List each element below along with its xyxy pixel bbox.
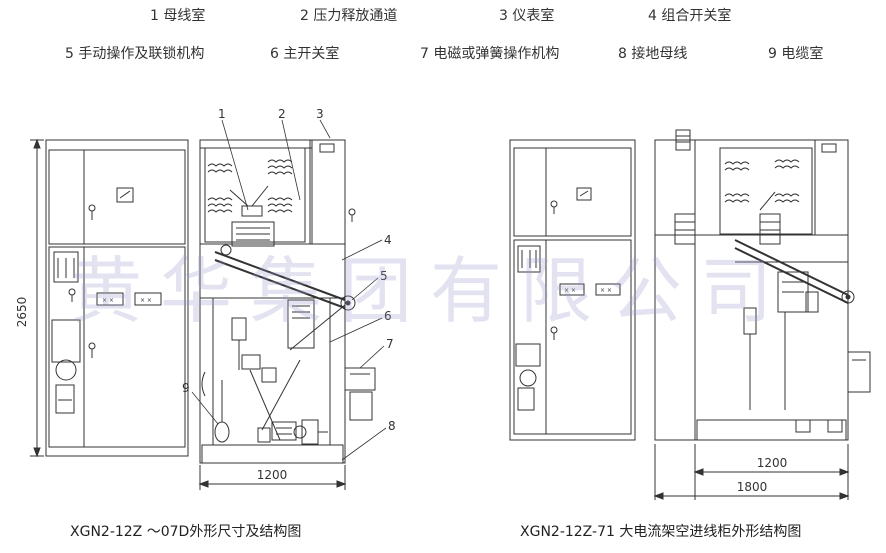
- legend-item-5: 5 手动操作及联锁机构: [65, 46, 205, 62]
- callout-1: 1: [218, 107, 226, 121]
- svg-text:× ×: × ×: [600, 287, 612, 294]
- callout-9: 9: [182, 381, 190, 395]
- legend-item-8: 8 接地母线: [618, 46, 688, 62]
- callout-5: 5: [380, 269, 388, 283]
- legend-item-3: 3 仪表室: [499, 8, 555, 24]
- legend-item-4: 4 组合开关室: [648, 8, 732, 24]
- left-figure-caption: XGN2-12Z ～07D外形尺寸及结构图: [70, 524, 302, 540]
- callout-6: 6: [384, 309, 392, 323]
- busbar-coils: [207, 159, 293, 213]
- legend-item-1: 1 母线室: [150, 8, 206, 24]
- callout-8: 8: [388, 419, 396, 433]
- legend-item-7: 7 电磁或弹簧操作机构: [420, 46, 560, 62]
- callout-2: 2: [278, 107, 286, 121]
- legend-item-2: 2 压力释放通道: [300, 8, 398, 24]
- right-dimensions: [653, 444, 850, 500]
- left-depth-dim-label: 1200: [257, 468, 288, 482]
- legend-item-6: 6 主开关室: [270, 46, 340, 62]
- callout-7: 7: [386, 337, 394, 351]
- svg-text:× ×: × ×: [140, 297, 152, 304]
- height-dimension: [30, 138, 44, 458]
- left-callout-leaders: [191, 119, 387, 461]
- svg-text:× ×: × ×: [564, 287, 576, 294]
- right-inner-dim-label: 1200: [757, 456, 788, 470]
- right-side-section: [654, 129, 871, 441]
- legend-item-9: 9 电缆室: [768, 46, 824, 62]
- svg-text:× ×: × ×: [102, 297, 114, 304]
- left-side-section: [199, 139, 376, 464]
- legend: 1 母线室 2 压力释放通道 3 仪表室 4 组合开关室 5 手动操作及联锁机构…: [0, 0, 886, 70]
- right-figure-caption: XGN2-12Z-71 大电流架空进线柜外形结构图: [520, 524, 802, 540]
- callout-3: 3: [316, 107, 324, 121]
- right-outer-dim-label: 1800: [737, 480, 768, 494]
- height-dim-label: 2650: [15, 297, 29, 328]
- right-front-view: × × × ×: [509, 139, 636, 441]
- callout-4: 4: [384, 233, 392, 247]
- left-depth-dimension: [198, 465, 347, 490]
- left-front-view: × × × ×: [45, 139, 189, 457]
